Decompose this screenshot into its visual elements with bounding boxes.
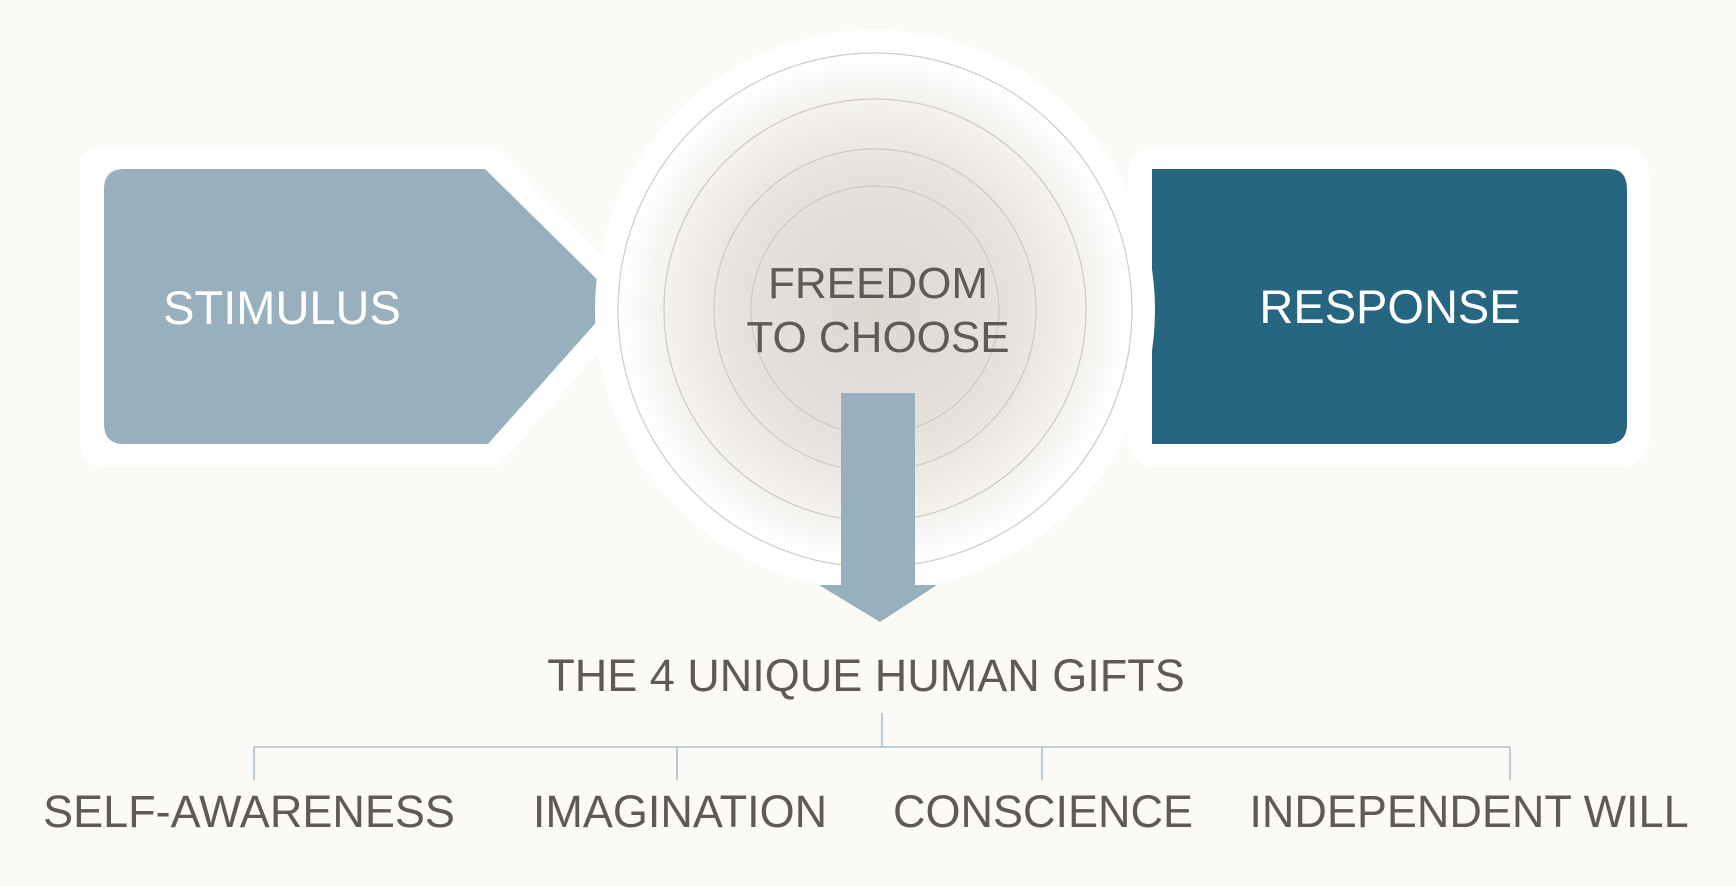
stimulus-shape: STIMULUS — [80, 147, 645, 466]
stimulus-label: STIMULUS — [163, 281, 401, 334]
response-label: RESPONSE — [1259, 280, 1520, 333]
freedom-circle: FREEDOM TO CHOOSE — [595, 30, 1155, 590]
freedom-label-line2: TO CHOOSE — [746, 313, 1009, 362]
freedom-label-line1: FREEDOM — [768, 259, 988, 308]
gift-conscience: CONSCIENCE — [893, 786, 1193, 837]
down-arrow — [819, 393, 937, 622]
gift-imagination: IMAGINATION — [533, 786, 827, 837]
response-shape: RESPONSE — [1128, 147, 1649, 466]
gift-self-awareness: SELF-AWARENESS — [43, 786, 455, 837]
gifts-connector-lines — [253, 713, 1511, 780]
gifts-title: THE 4 UNIQUE HUMAN GIFTS — [547, 650, 1185, 701]
gift-independent-will: INDEPENDENT WILL — [1249, 786, 1688, 837]
